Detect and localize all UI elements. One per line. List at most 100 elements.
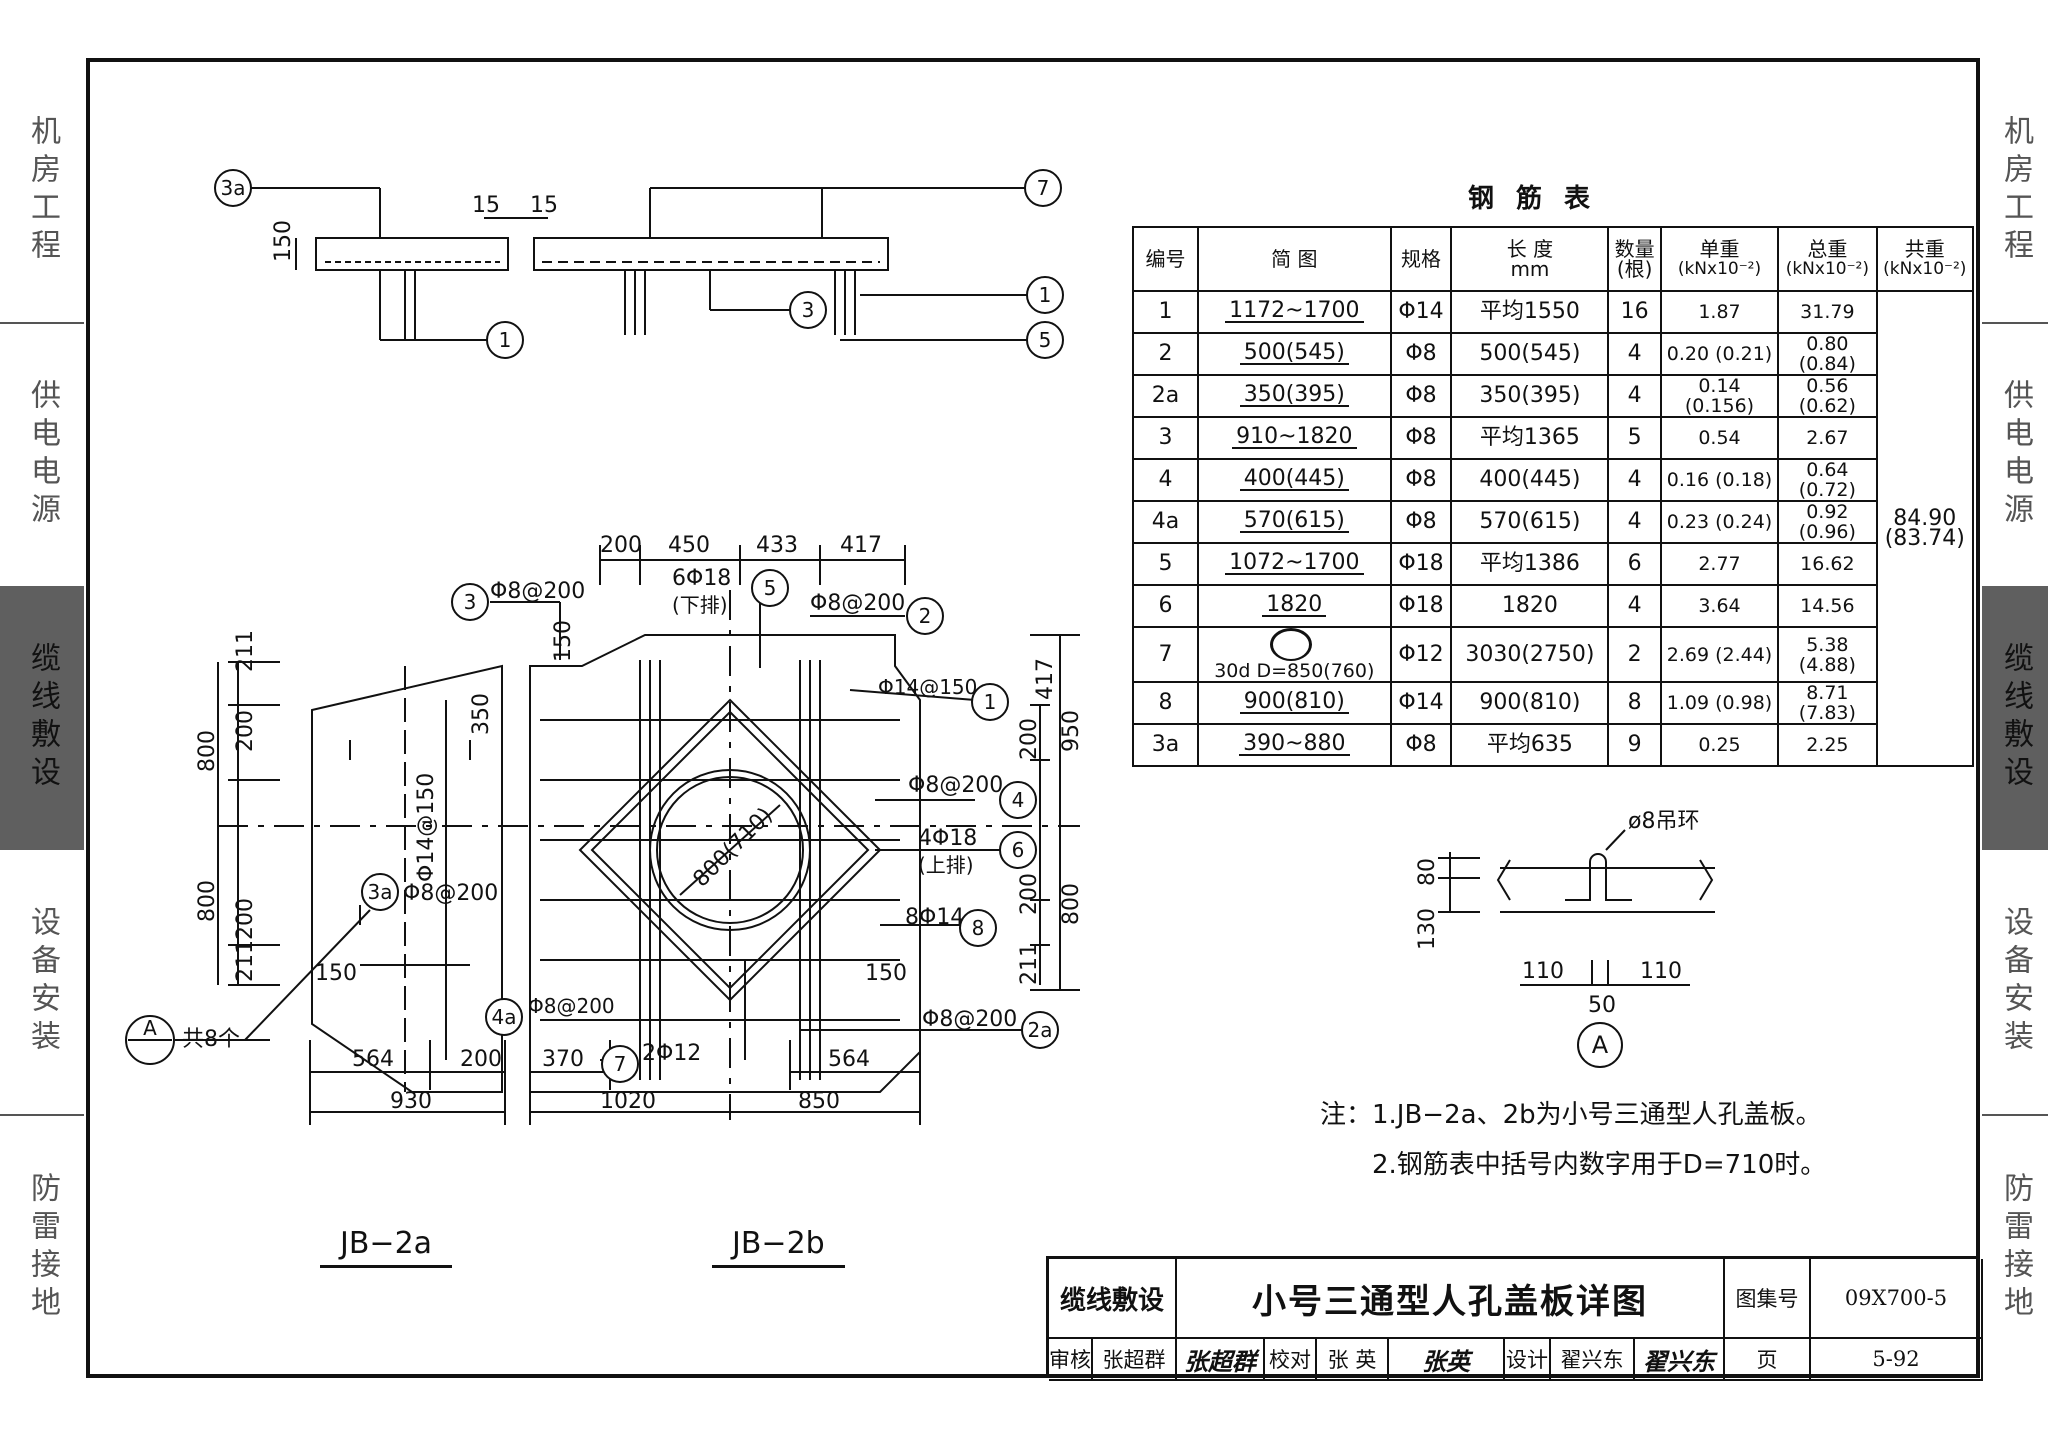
dim-text: 211	[233, 630, 258, 672]
callout-text: A	[1592, 1031, 1609, 1059]
callout-2a-plan	[1021, 1011, 1059, 1049]
tb-page-no: 5-92	[1811, 1339, 1983, 1381]
dim-text: 200	[233, 898, 258, 940]
callout-7-plan	[601, 1045, 639, 1083]
side-tab-label: 机房工程	[25, 115, 60, 267]
cell-qty: 4	[1607, 458, 1662, 502]
tb-title: 小号三通型人孔盖板详图	[1177, 1259, 1725, 1339]
side-tab-machine-room[interactable]: 机房工程	[1982, 60, 2048, 322]
tb-category: 缆线敷设	[1049, 1259, 1177, 1339]
cell-unit-weight: 3.64	[1659, 584, 1780, 628]
title-block: 缆线敷设 小号三通型人孔盖板详图 图集号 09X700-5 审核 张超群 张超群…	[1046, 1256, 1983, 1381]
cell-total-weight: 14.56	[1777, 584, 1878, 628]
section-slab-left	[315, 237, 509, 271]
dim-text: 800	[195, 730, 220, 772]
cell-qty: 4	[1607, 500, 1662, 544]
dim-text: 150	[315, 961, 357, 986]
shape-label: 900(810)	[1239, 691, 1349, 714]
tab-divider	[1982, 322, 2048, 324]
dim-text: 211	[233, 940, 258, 982]
dim-text: 450	[668, 533, 710, 558]
callout-5-plan	[751, 569, 789, 607]
cell-length: 平均1386	[1450, 542, 1610, 586]
side-tab-cabling[interactable]: 缆线敷设	[0, 586, 84, 850]
dim-text: 370	[542, 1047, 584, 1072]
notes: 注：1.JB−2a、2b为小号三通型人孔盖板。 2.钢筋表中括号内数字用于D=7…	[1320, 1090, 1826, 1190]
side-tab-equipment[interactable]: 设备安装	[1982, 850, 2048, 1114]
th-unit-weight: 单重(kNx10⁻²)	[1659, 226, 1780, 292]
callout-5-top	[1026, 321, 1064, 359]
dim-text: 564	[352, 1047, 394, 1072]
side-tab-lightning[interactable]: 防雷接地	[0, 1116, 84, 1380]
side-tab-equipment[interactable]: 设备安装	[0, 850, 84, 1114]
dim-text: 417	[840, 533, 882, 558]
cell-unit-weight: 0.25	[1659, 723, 1780, 767]
callout-4-plan	[999, 781, 1037, 819]
cell-qty: 5	[1607, 416, 1662, 460]
side-tab-power[interactable]: 供电电源	[1982, 324, 2048, 586]
side-tab-machine-room[interactable]: 机房工程	[0, 60, 84, 322]
dim-text: 15	[530, 193, 558, 218]
side-tab-lightning[interactable]: 防雷接地	[1982, 1116, 2048, 1380]
cell-spec: Φ8	[1389, 416, 1453, 460]
shape-label: 400(445)	[1239, 468, 1349, 491]
callout-7-top	[1024, 169, 1062, 207]
annot-text: 2Φ12	[642, 1041, 701, 1066]
tb-designer: 翟兴东	[1551, 1339, 1635, 1381]
th-all-weight-label: 共重	[1904, 237, 1945, 261]
dim-text: 200	[233, 710, 258, 752]
note-line-1: 注：1.JB−2a、2b为小号三通型人孔盖板。	[1320, 1100, 1822, 1130]
th-length-unit: mm	[1510, 257, 1550, 281]
annot-text: 4Φ18	[918, 826, 977, 851]
cell-total-weight: 0.80 (0.84)	[1777, 332, 1878, 376]
cell-qty: 4	[1607, 332, 1662, 376]
cell-qty: 4	[1607, 374, 1662, 418]
tb-signature-1: 张超群	[1177, 1339, 1265, 1381]
cell-unit-weight: 1.09 (0.98)	[1659, 681, 1780, 725]
callout-text: 4	[1012, 788, 1025, 812]
callout-text: 3	[464, 590, 477, 614]
side-tab-power[interactable]: 供电电源	[0, 324, 84, 586]
dim-text: 211	[1017, 943, 1042, 985]
cell-no: 8	[1132, 681, 1199, 725]
dim-text: 110	[1640, 959, 1682, 984]
annot-text: Φ8@200	[810, 591, 905, 616]
cell-unit-weight: 2.69 (2.44)	[1659, 626, 1780, 683]
cell-no: 3a	[1132, 723, 1199, 767]
cell-grand-total: 84.90(83.74)	[1875, 290, 1975, 767]
cell-qty: 9	[1607, 723, 1662, 767]
drawing-frame	[86, 58, 1980, 1378]
callout-4a-plan	[485, 998, 523, 1036]
grand-total-value: 84.90	[1893, 505, 1957, 531]
cell-shape: 30d D=850(760)	[1196, 626, 1392, 683]
cell-no: 1	[1132, 290, 1199, 334]
callout-text: 4a	[492, 1005, 517, 1029]
callout-text: 1	[984, 690, 997, 714]
cell-unit-weight: 0.14 (0.156)	[1659, 374, 1780, 418]
th-qty: 数量(根)	[1607, 226, 1662, 292]
cell-spec: Φ14	[1389, 681, 1453, 725]
dim-text: 150	[551, 620, 576, 662]
tb-design-label: 设计	[1505, 1339, 1551, 1381]
callout-8-plan	[959, 909, 997, 947]
label-jb2a: JB−2a	[320, 1226, 453, 1268]
cell-unit-weight: 0.16 (0.18)	[1659, 458, 1780, 502]
callout-a-detail	[1577, 1022, 1623, 1068]
shape-label: 570(615)	[1239, 510, 1349, 533]
dim-text: 850	[798, 1089, 840, 1114]
dim-text: 200	[1017, 873, 1042, 915]
th-unit-weight-label: 单重	[1699, 237, 1740, 261]
side-tab-cabling[interactable]: 缆线敷设	[1982, 586, 2048, 850]
cell-shape: 1172~1700	[1196, 290, 1392, 334]
tb-atlas-label: 图集号	[1725, 1259, 1811, 1339]
dim-text: 130	[1415, 908, 1440, 950]
cell-no: 2	[1132, 332, 1199, 376]
annot-text: Φ8@200	[403, 881, 498, 906]
